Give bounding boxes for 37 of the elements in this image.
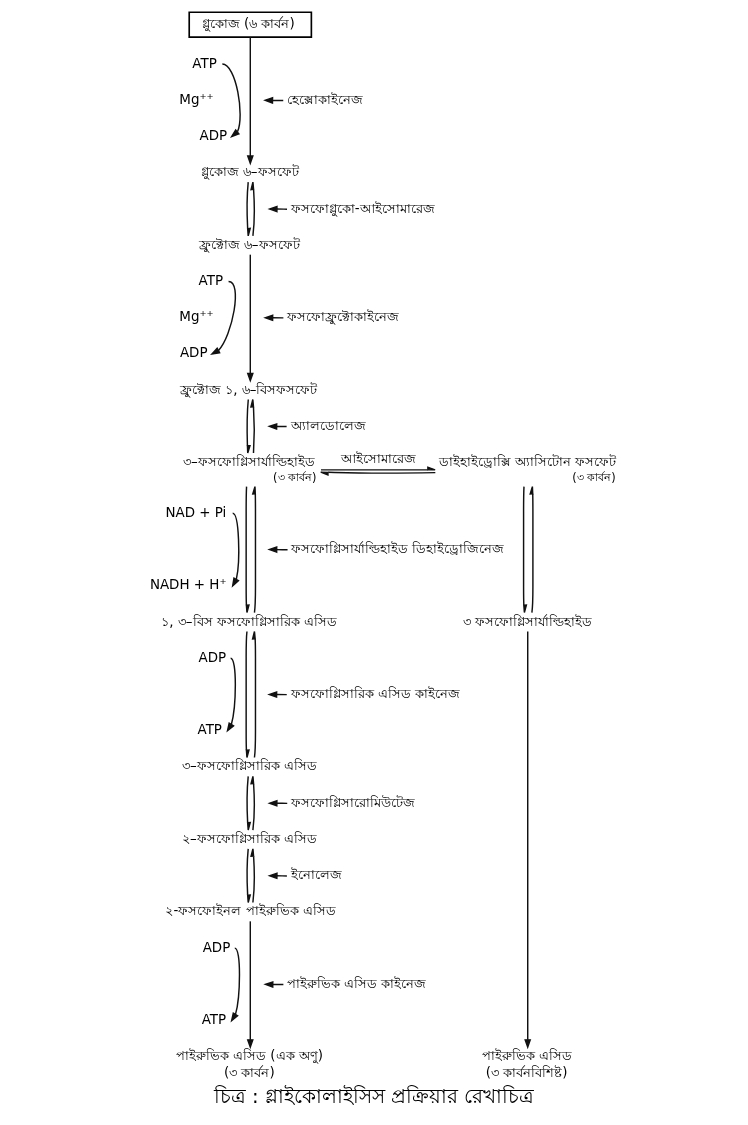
node-text: ADP (202, 939, 231, 955)
node-text: ফসফোগ্লিসারিক এসিড কাইনেজ (290, 686, 461, 702)
node-text: ফসফোগ্লিসারোমিউটেজ (290, 794, 415, 810)
node-text: ৩–ফসফোগ্লিসার্যাল্ডিহাইড (183, 454, 315, 470)
node-text: ফসফোফ্রুক্টোকাইনেজ (286, 309, 399, 325)
label: Mg⁺⁺ (179, 309, 214, 325)
node-text: ১, ৩–বিস ফসফোগ্লিসারিক এসিড (161, 613, 338, 629)
node-text: ADP (179, 345, 208, 361)
node-text: ADP (199, 128, 228, 144)
node-text: ADP (198, 649, 227, 665)
node-text: পাইরুভিক এসিড (৩ কার্বনবিশিষ্ট) (482, 1048, 573, 1080)
node-text: ৩–ফসফোগ্লিসারিক এসিড (181, 758, 317, 774)
node-text: ফ্রুক্টোজ ৬–ফসফেট (198, 236, 300, 252)
node-text: ইনোলেজ (290, 867, 342, 883)
node-text: ATP (197, 722, 222, 738)
node-text: ফসফোগ্লুকো-আইসোমারেজ (290, 200, 435, 216)
node-text: ২–ফসফোগ্লিসারিক এসিড (181, 830, 317, 846)
node-text: হেক্সোকাইনেজ (286, 91, 363, 107)
edge-label: আইসোমারেজ (340, 451, 416, 467)
caption: চিত্র : গ্লাইকোলাইসিস প্রক্রিয়ার রেখাচিত্র (213, 1084, 535, 1108)
node-text: অ্যালডোলেজ (290, 417, 366, 433)
label: Mg⁺⁺ (179, 91, 214, 107)
node-text: ATP (192, 55, 217, 71)
node-text: পাইরুভিক এসিড কাইনেজ (286, 975, 427, 991)
node-text: ২-ফসফোইনল পাইরুভিক এসিড (165, 903, 336, 919)
node-text: ফ্রুক্টোজ ১, ৬–বিসফসফেট (179, 381, 318, 397)
node-text: NAD + Pi (165, 504, 227, 520)
node-label: (৩ কার্বন) (572, 470, 616, 485)
node-label: (৩ কার্বন) (273, 470, 317, 485)
node-text: গ্লুকোজ ৬–ফসফেট (200, 164, 299, 180)
node-text: ATP (201, 1012, 227, 1028)
node-text: ৩ ফসফোগ্লিসার্যাল্ডিহাইড (462, 613, 592, 629)
node-text: ATP (198, 272, 223, 288)
node-text: NADH + H⁺ (149, 577, 227, 593)
node-text: পাইরুভিক এসিড (এক অণু) (৩ কার্বন) (175, 1048, 324, 1080)
node-text: ফসফোগ্লিসার্যাল্ডিহাইড ডিহাইড্রোজিনেজ (290, 541, 504, 557)
node-text: ডাইহাইড্রোক্সি অ্যাসিটোন ফসফেট (438, 454, 617, 470)
